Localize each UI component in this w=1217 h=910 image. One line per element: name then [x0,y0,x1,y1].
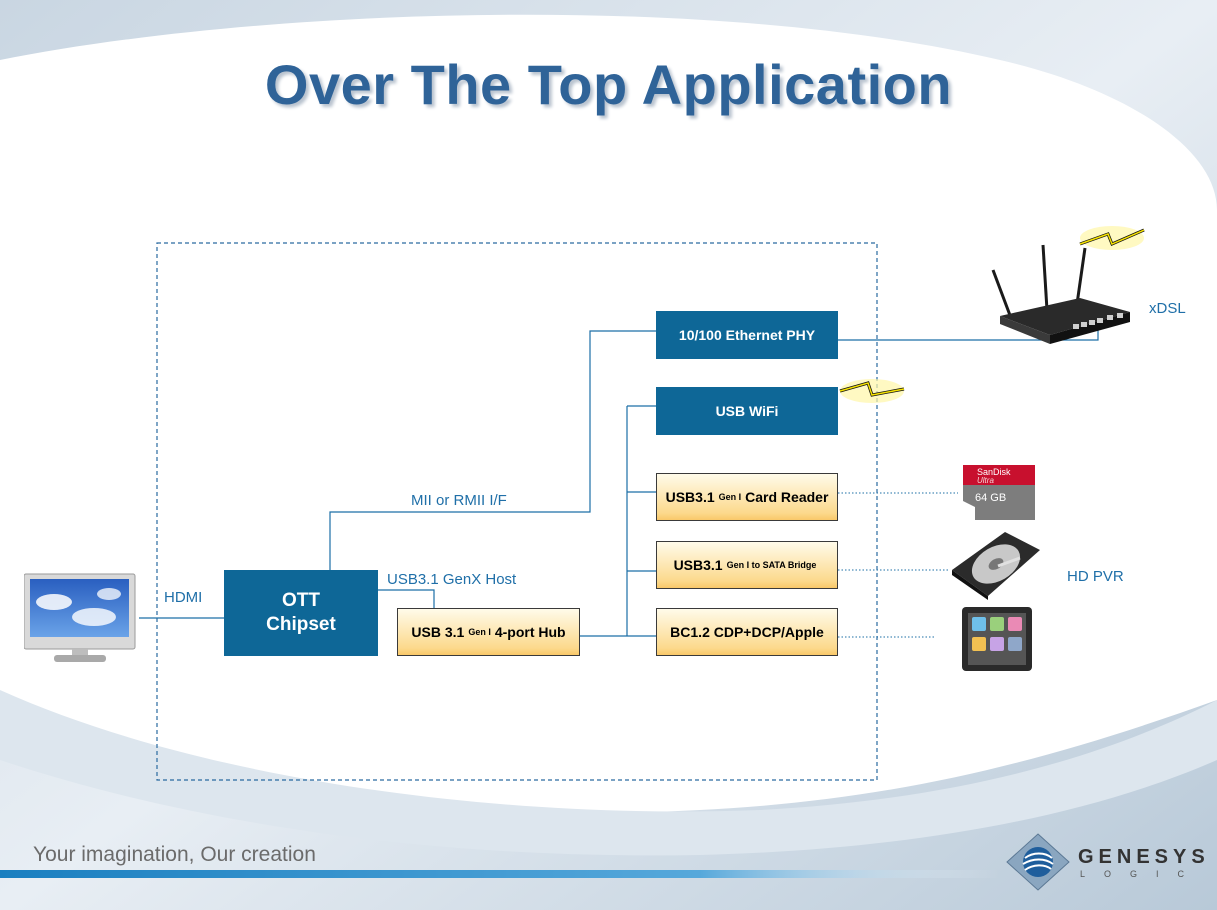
logo-name: GENESYS [1078,846,1210,868]
ott-chipset-line2: Chipset [266,614,336,635]
ott-chipset-line1: OTT [282,590,320,611]
card-main-text: USB3.1 [665,489,715,505]
genesys-logo-mark [1006,833,1070,891]
wifi-bolt-icon [839,379,905,403]
router-image [991,244,1130,344]
hard-drive-image [952,532,1040,600]
ipod-nano-image [962,607,1032,671]
usb-wifi-box: USB WiFi [656,387,838,435]
card-tail-text: Card Reader [745,489,829,505]
sata-sub-text: Gen I to SATA Bridge [726,560,817,570]
hd-pvr-label: HD PVR [1067,568,1124,585]
ethernet-phy-box: 10/100 Ethernet PHY [656,311,838,359]
tagline: Your imagination, Our creation [33,843,316,866]
wireless-bolt-icon [1079,226,1145,250]
sd-card-image: SanDisk Ultra 64 GB [963,465,1035,520]
card-sub-text: Gen I [718,492,742,502]
sd-capacity-text: 64 GB [975,492,1006,504]
logo-sub: LOGIC [1080,869,1204,879]
hub-sub-text: Gen I [468,627,491,637]
mii-link [329,330,656,570]
ott-chipset-box: OTT Chipset [224,570,378,656]
hub-tail-text: 4-port Hub [494,624,566,640]
page-title: Over The Top Application [264,53,953,116]
host-link [378,589,435,608]
sata-main-text: USB3.1 [673,557,723,573]
tv-image [24,573,136,662]
hub-main-text: USB 3.1 [411,624,465,640]
usb-host-label: USB3.1 GenX Host [387,571,517,588]
xdsl-label: xDSL [1149,300,1186,317]
bc12-box: BC1.2 CDP+DCP/Apple [656,608,838,656]
system-boundary [156,242,878,781]
hdmi-label: HDMI [164,589,203,606]
sd-brand-text: SanDisk [977,467,1011,477]
sd-line-text: Ultra [977,476,994,485]
mii-label: MII or RMII I/F [411,492,507,509]
